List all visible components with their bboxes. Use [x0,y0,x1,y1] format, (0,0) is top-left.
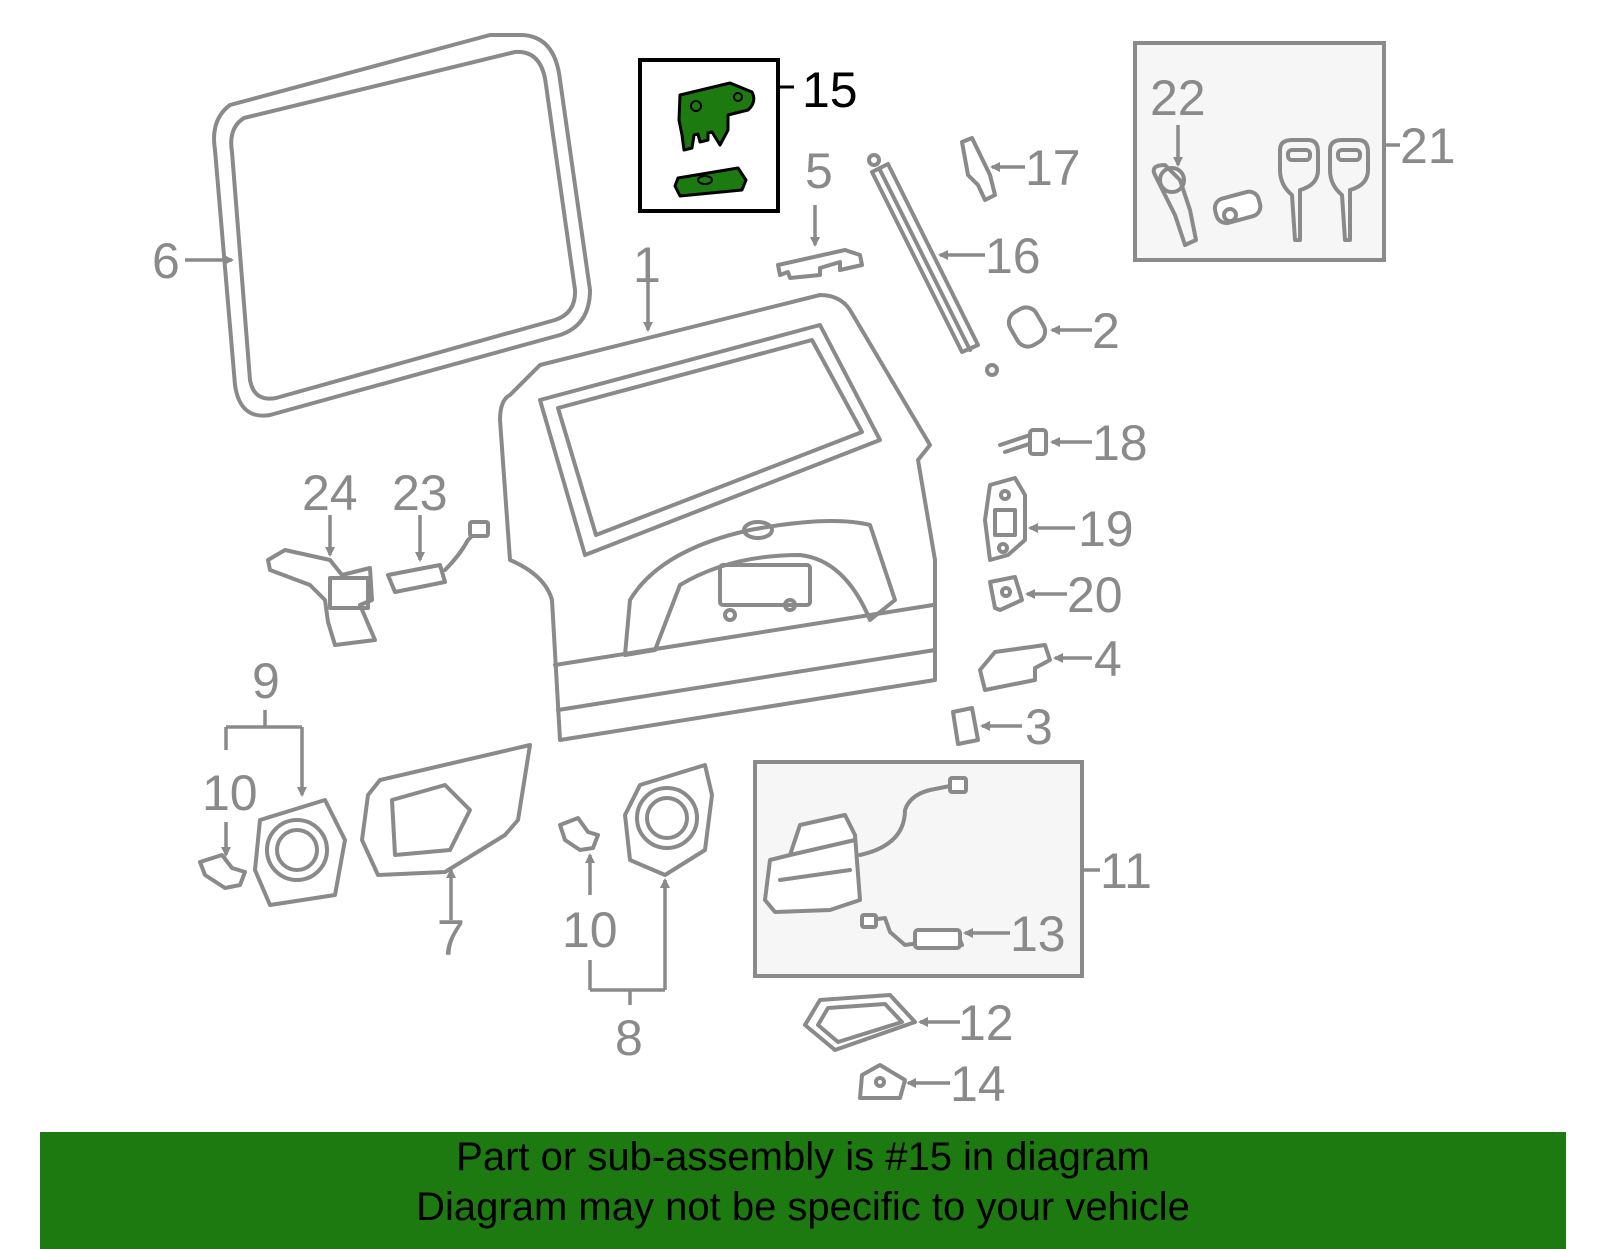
part-12-gasket [803,993,917,1052]
part-13-switch [860,913,964,950]
part-20-plate [988,575,1024,612]
callout-12: 12 [958,995,1014,1051]
callout-21: 21 [1400,118,1456,174]
leader-8-bracket [588,878,670,1005]
callout-3: 3 [1025,699,1053,755]
part-21-lock-set [1151,138,1370,247]
part-10-clip-left [198,853,247,890]
callout-13: 13 [1010,906,1066,962]
banner-line-1: Part or sub-assembly is #15 in diagram [456,1135,1150,1179]
part-10-clip-center [558,816,600,852]
callout-6: 6 [152,233,180,289]
part-5-bracket [776,248,864,280]
part-6-weatherstrip [212,33,592,418]
callout-10-center: 10 [562,902,618,958]
callout-5: 5 [805,143,833,199]
part-1-back-door [498,293,937,742]
banner-line-2: Diagram may not be specific to your vehi… [416,1185,1190,1229]
info-banner: Part or sub-assembly is #15 in diagram D… [40,1132,1566,1249]
callout-1: 1 [633,237,661,293]
part-3-cushion [951,706,980,746]
callout-9: 9 [252,653,280,709]
part-23-switch [386,520,490,594]
callout-4: 4 [1094,631,1122,687]
callout-24: 24 [302,465,358,521]
part-18-bolt [998,428,1048,456]
callout-11: 11 [1100,843,1152,899]
part-19-striker [983,476,1027,562]
callout-17: 17 [1025,140,1081,196]
callout-18: 18 [1092,415,1148,471]
part-11-latch [763,776,968,914]
part-2-stopper [1006,305,1048,349]
callout-20: 20 [1067,567,1123,623]
callout-7: 7 [437,910,465,966]
callout-15: 15 [802,62,858,118]
part-4-pad [978,643,1052,692]
callout-10-left: 10 [202,765,258,821]
part-9-plate [253,798,347,907]
part-14-plate [858,1063,907,1100]
part-7-trim [360,743,532,877]
leader-9-bracket [224,710,307,797]
part-15-highlighted [638,58,794,213]
callout-22: 22 [1150,70,1206,126]
parts-diagram: 1 2 3 4 5 6 7 8 9 10 10 11 12 13 14 15 1… [152,33,1456,1112]
callout-8: 8 [615,1010,643,1066]
callout-16: 16 [985,228,1041,284]
callout-14: 14 [950,1056,1006,1112]
part-24-bracket [266,548,377,647]
part-16-strut [867,153,999,377]
part-17-clip [960,136,997,202]
callout-19: 19 [1078,501,1134,557]
callout-2: 2 [1092,303,1120,359]
callout-23: 23 [392,465,448,521]
part-8-plate [623,763,714,877]
